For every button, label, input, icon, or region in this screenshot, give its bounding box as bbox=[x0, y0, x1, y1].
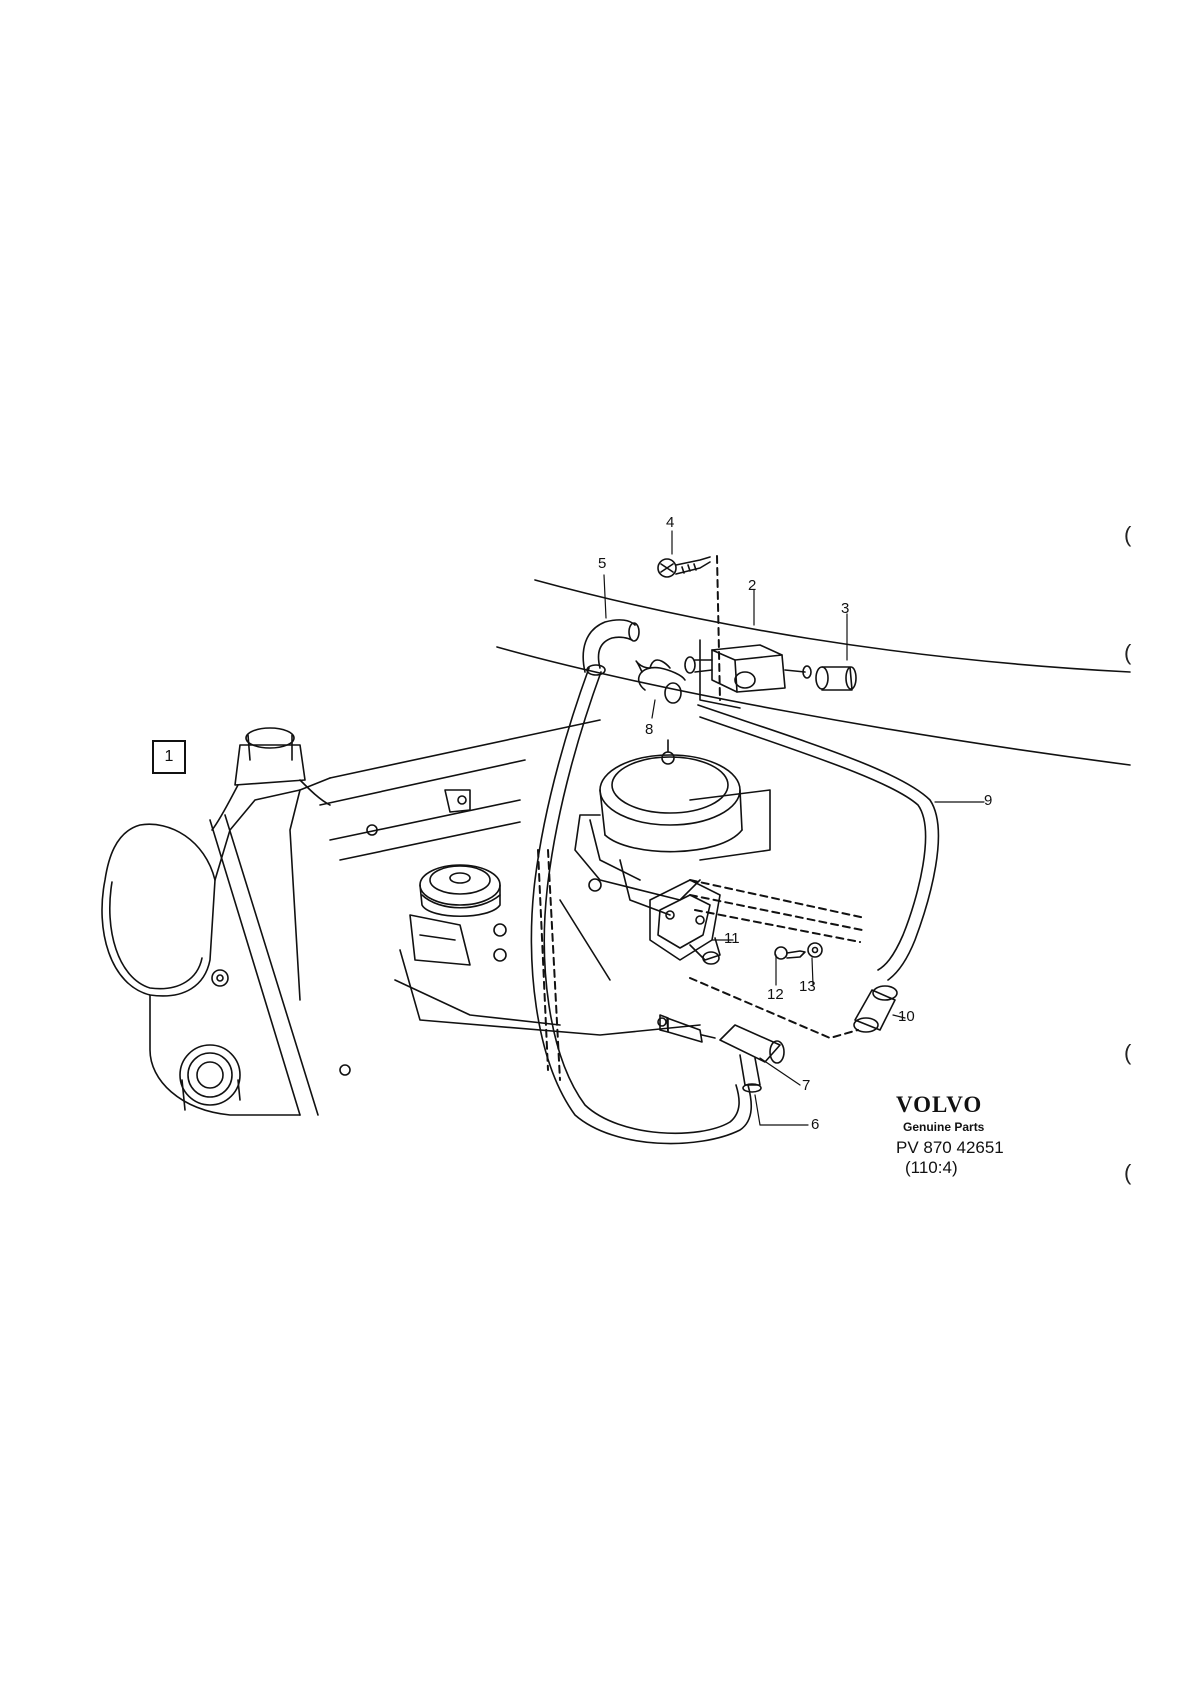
page-reference: (110:4) bbox=[905, 1158, 958, 1177]
dash-hose-down-a bbox=[547, 849, 561, 1081]
brand-logo: VOLVO bbox=[896, 1092, 983, 1117]
callout-5: 5 bbox=[598, 555, 607, 572]
screw-12 bbox=[774, 946, 806, 960]
nipple-fitting bbox=[657, 1014, 716, 1043]
engine-block bbox=[101, 719, 771, 1116]
cap-3 bbox=[815, 666, 857, 691]
callout-10: 10 bbox=[898, 1008, 915, 1025]
hose-5-6 bbox=[530, 667, 752, 1145]
callout-8: 8 bbox=[645, 721, 654, 738]
connector-10 bbox=[854, 989, 896, 1031]
body-contour-upper bbox=[534, 579, 1131, 673]
margin-mark: ( bbox=[1124, 522, 1132, 547]
dash-carb-a bbox=[689, 879, 866, 919]
dash-carb-c bbox=[694, 909, 861, 943]
callout-7: 7 bbox=[802, 1077, 811, 1094]
part-number: PV 870 42651 bbox=[896, 1138, 1004, 1157]
screw-4 bbox=[657, 556, 711, 578]
washer-13 bbox=[807, 942, 823, 958]
callout-4: 4 bbox=[666, 514, 675, 531]
reference-box-label: 1 bbox=[164, 748, 174, 765]
dash-11-to-10 bbox=[689, 977, 859, 1039]
dash-carb-b bbox=[689, 894, 863, 931]
hose-5-6-inner bbox=[543, 671, 740, 1135]
elbow-8 bbox=[635, 659, 671, 673]
dash-screw4 bbox=[716, 555, 721, 701]
callout-12: 12 bbox=[767, 986, 784, 1003]
callout-3: 3 bbox=[841, 600, 850, 617]
reference-box: 1 bbox=[152, 740, 186, 774]
hose-9 bbox=[697, 704, 940, 981]
elbow-5 bbox=[582, 619, 636, 673]
margin-mark: ( bbox=[1124, 1040, 1132, 1065]
callout-11: 11 bbox=[724, 930, 740, 947]
t-piece-7 bbox=[719, 1024, 785, 1093]
callout-6: 6 bbox=[811, 1116, 820, 1133]
callout-2: 2 bbox=[748, 577, 757, 594]
callout-9: 9 bbox=[984, 792, 993, 809]
dash-hose-down-b bbox=[537, 849, 549, 1071]
vacuum-unit-11 bbox=[649, 879, 721, 965]
margin-mark: ( bbox=[1124, 1160, 1132, 1185]
valve-2 bbox=[684, 639, 812, 709]
body-contour-lower bbox=[496, 646, 1131, 766]
brand-subtitle: Genuine Parts bbox=[903, 1120, 985, 1134]
callout-13: 13 bbox=[799, 978, 816, 995]
margin-mark: ( bbox=[1124, 640, 1132, 665]
